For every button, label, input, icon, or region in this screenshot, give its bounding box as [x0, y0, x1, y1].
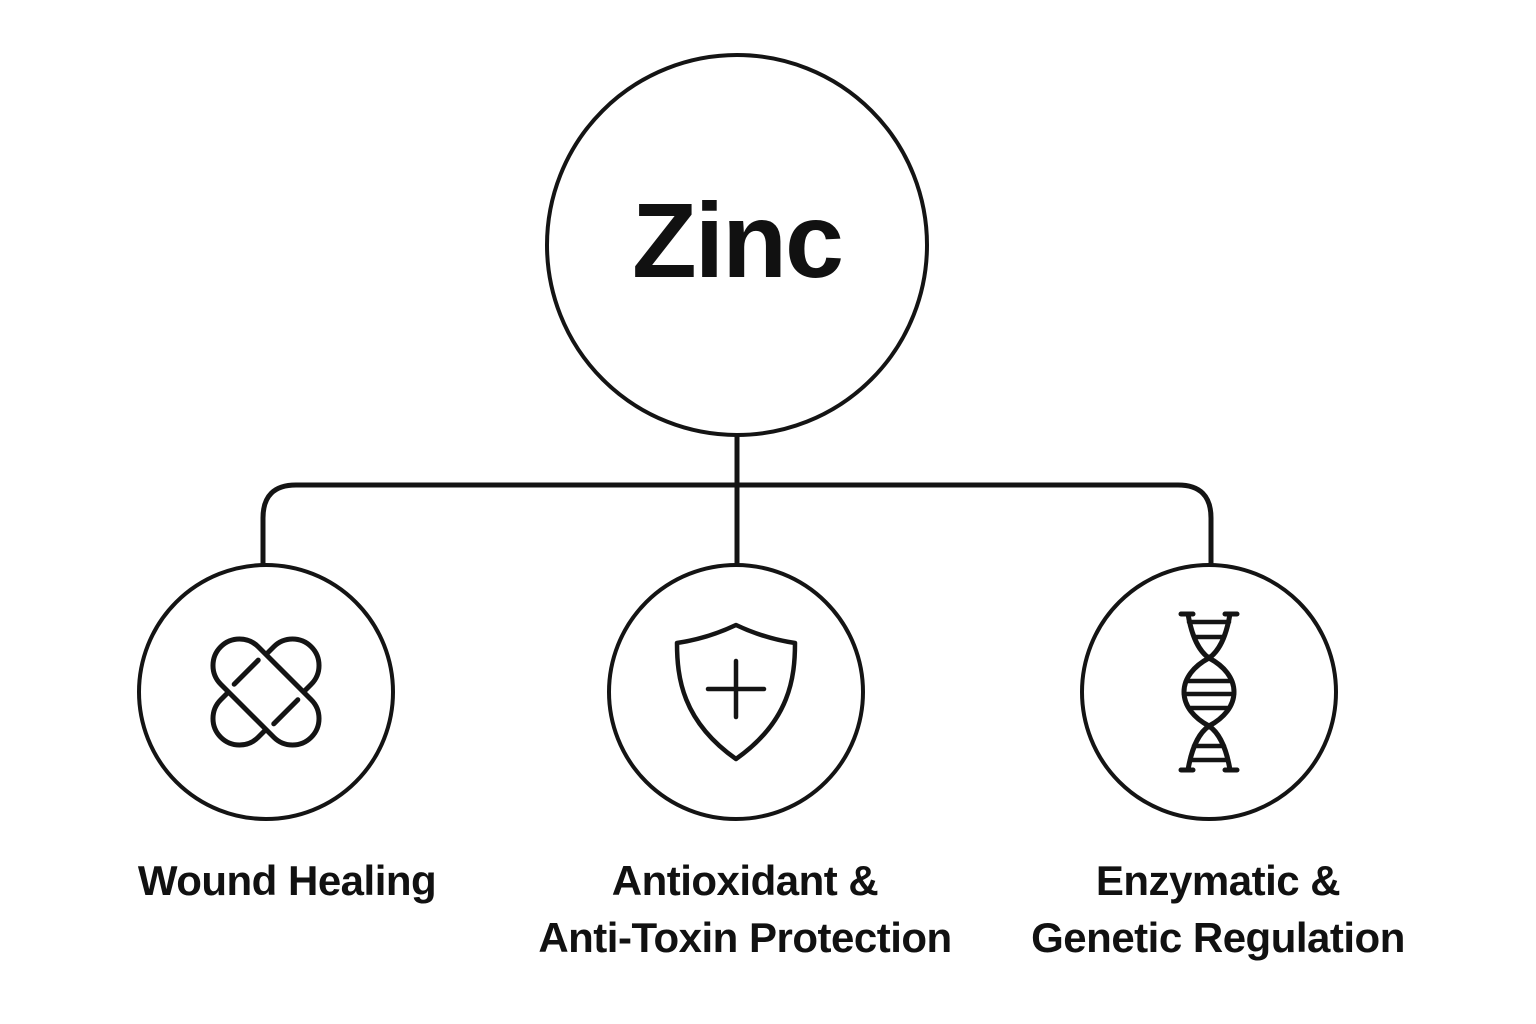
label-line: Wound Healing — [137, 857, 437, 904]
label-antioxidant: Antioxidant & Anti-Toxin Protection — [485, 852, 1005, 966]
root-label: Zinc — [632, 182, 844, 300]
bandage-icon — [210, 636, 322, 748]
label-line: Enzymatic & — [1095, 857, 1341, 904]
node-wound-healing — [137, 563, 395, 821]
connector-branch-bus — [260, 482, 1214, 568]
label-line: Antioxidant & — [611, 857, 879, 904]
shield-plus-icon — [674, 622, 798, 762]
label-line: Anti-Toxin Protection — [538, 914, 952, 961]
root-node-zinc: Zinc — [545, 53, 929, 437]
node-antioxidant — [607, 563, 865, 821]
dna-icon — [1178, 611, 1240, 773]
label-wound-healing: Wound Healing — [27, 852, 547, 909]
label-enzymatic: Enzymatic & Genetic Regulation — [958, 852, 1478, 966]
label-line: Genetic Regulation — [1031, 914, 1405, 961]
node-enzymatic — [1080, 563, 1338, 821]
